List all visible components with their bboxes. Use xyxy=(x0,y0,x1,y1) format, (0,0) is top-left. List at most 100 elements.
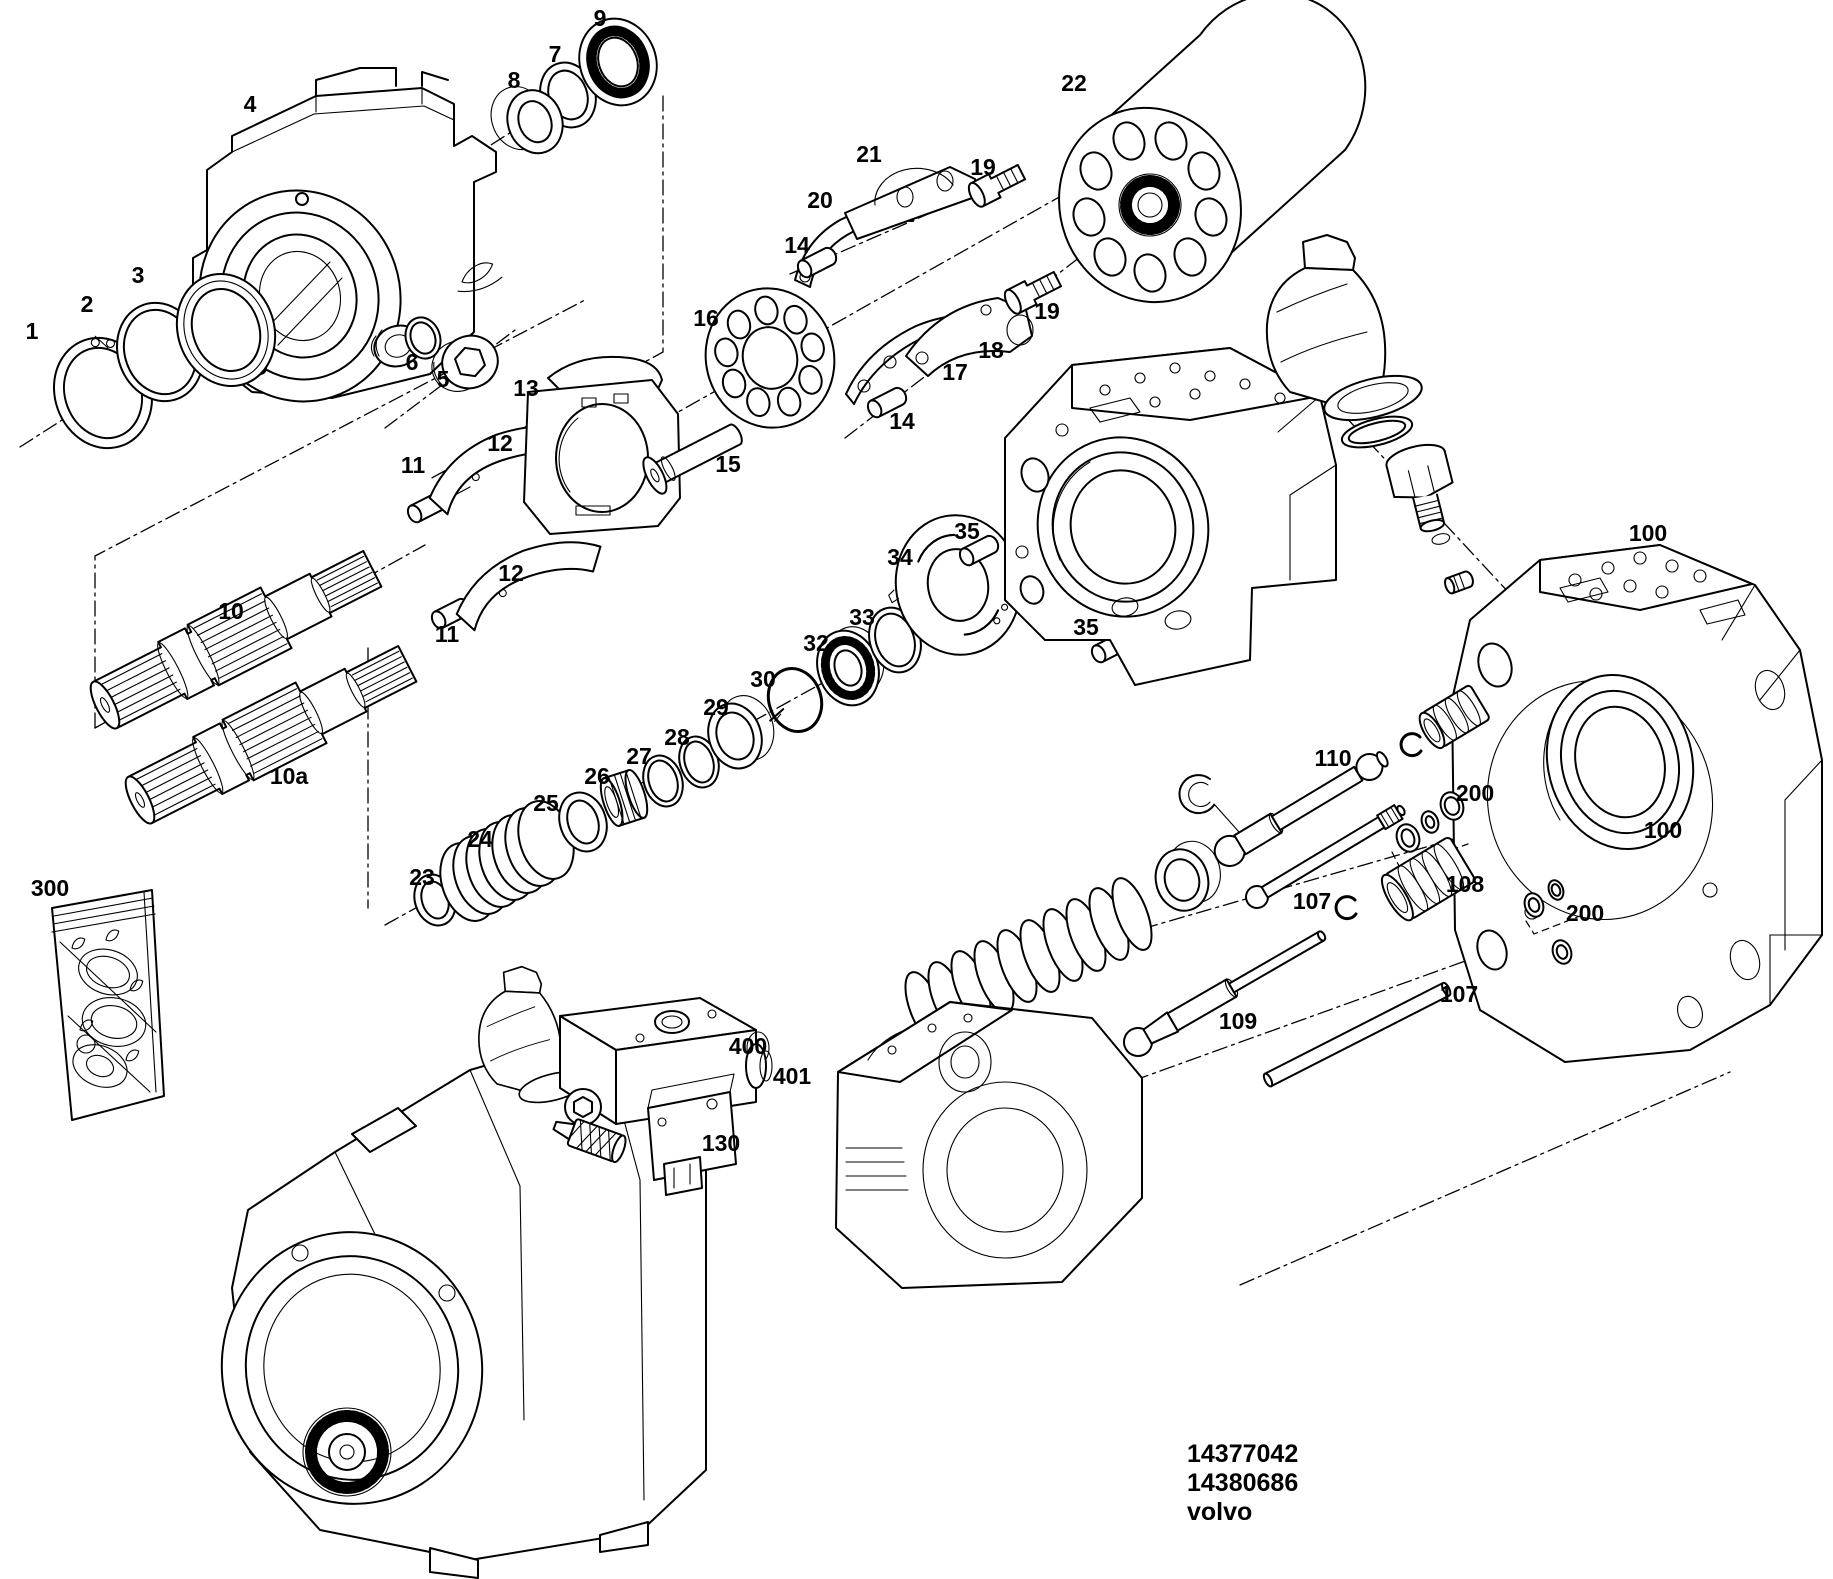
control-rod-109 xyxy=(1123,930,1327,1057)
part-label-4: 4 xyxy=(244,91,257,117)
part-label-35: 35 xyxy=(1073,614,1099,640)
control-rod-107 xyxy=(1245,804,1406,909)
part-label-19: 19 xyxy=(1034,298,1060,324)
part-label-109: 109 xyxy=(1219,1008,1257,1034)
part-labels: 1234567891010a11111212131414151617181919… xyxy=(26,5,1683,1156)
part-label-11: 11 xyxy=(401,452,426,478)
part-label-1: 1 xyxy=(26,318,39,344)
filter-dome-assembly xyxy=(1265,234,1454,545)
part-label-11: 11 xyxy=(435,621,460,647)
caption-line-3: volvo xyxy=(1187,1498,1252,1526)
sleeve-small xyxy=(1418,684,1490,750)
part-label-28: 28 xyxy=(664,724,690,750)
part-label-14: 14 xyxy=(784,232,810,258)
part-label-32: 32 xyxy=(803,630,829,656)
part-label-22: 22 xyxy=(1061,70,1087,96)
part-label-200: 200 xyxy=(1566,900,1604,926)
part-label-3: 3 xyxy=(132,262,145,288)
part-label-14: 14 xyxy=(889,408,915,434)
servo-bar-21 xyxy=(844,166,976,240)
caption-line-1: 14377042 xyxy=(1187,1440,1298,1468)
part-label-107: 107 xyxy=(1440,981,1478,1007)
part-label-29: 29 xyxy=(703,694,729,720)
part-label-100: 100 xyxy=(1644,817,1682,843)
adjuster-knob xyxy=(552,1118,627,1164)
part-label-30: 30 xyxy=(750,666,776,692)
c-clip-retainer xyxy=(1178,774,1215,815)
taper-bearing-32 xyxy=(816,626,885,707)
part-label-12: 12 xyxy=(498,560,524,586)
plain-rod-107 xyxy=(1262,981,1452,1088)
bushing-29 xyxy=(707,695,775,770)
ring-28 xyxy=(678,735,720,789)
part-label-25: 25 xyxy=(533,790,559,816)
part-label-24: 24 xyxy=(467,826,493,852)
bushing-8 xyxy=(490,86,564,155)
part-label-33: 33 xyxy=(849,604,875,630)
circlip-30 xyxy=(766,667,824,733)
part-label-17: 17 xyxy=(942,359,968,385)
solenoid-valve-130 xyxy=(647,1073,737,1196)
ring-27 xyxy=(642,754,684,808)
part-label-6: 6 xyxy=(406,349,419,375)
part-label-110: 110 xyxy=(1314,745,1351,771)
pump-center-housing xyxy=(1004,347,1337,686)
piston-15 xyxy=(642,423,743,495)
pump-rear-housing xyxy=(835,1001,1143,1289)
threaded-bushing-26 xyxy=(599,769,649,827)
part-label-21: 21 xyxy=(856,141,882,167)
bearing-9 xyxy=(578,17,658,107)
c-clip-small xyxy=(1334,895,1358,921)
part-label-20: 20 xyxy=(807,187,833,213)
part-label-34: 34 xyxy=(887,544,913,570)
part-label-107: 107 xyxy=(1293,888,1331,914)
seal-kit-bag-300 xyxy=(51,889,165,1121)
servo-arm-18 xyxy=(905,297,1034,377)
part-label-10a: 10a xyxy=(270,763,309,789)
seal-ring-3 xyxy=(175,272,277,388)
retainer-plate-16 xyxy=(704,287,836,429)
end-housing-100 xyxy=(1451,544,1823,1063)
part-label-2: 2 xyxy=(81,291,94,317)
screw-plug-5 xyxy=(431,334,499,392)
part-label-10: 10 xyxy=(218,598,244,624)
part-label-27: 27 xyxy=(626,743,652,769)
part-label-100: 100 xyxy=(1629,520,1667,546)
part-label-13: 13 xyxy=(513,375,539,401)
bearing-shell-12 xyxy=(449,537,609,633)
seal-washers-200b xyxy=(1523,879,1581,965)
spring-seat-cup xyxy=(1154,840,1221,912)
part-label-35: 35 xyxy=(954,518,980,544)
o-ring-6 xyxy=(404,316,442,360)
part-label-19: 19 xyxy=(970,154,996,180)
plug-insert xyxy=(1444,570,1474,595)
part-label-23: 23 xyxy=(409,864,435,890)
part-label-7: 7 xyxy=(549,41,562,67)
part-label-16: 16 xyxy=(693,305,719,331)
linde-logo xyxy=(457,262,503,293)
part-label-401: 401 xyxy=(773,1063,812,1089)
part-label-12: 12 xyxy=(487,430,513,456)
part-label-108: 108 xyxy=(1446,871,1485,897)
servo-rod-110 xyxy=(1213,751,1389,867)
c-clip-tiny xyxy=(1399,732,1423,758)
part-label-8: 8 xyxy=(508,67,521,93)
cylinder-block-22 xyxy=(1058,0,1367,304)
part-label-200: 200 xyxy=(1456,780,1494,806)
part-label-5: 5 xyxy=(437,366,450,392)
piston-sleeve-108 xyxy=(1380,837,1476,922)
part-label-26: 26 xyxy=(584,763,610,789)
part-label-15: 15 xyxy=(715,451,741,477)
swashplate-cradle-13 xyxy=(523,355,681,535)
pump-assembly xyxy=(220,1025,707,1579)
caption-line-2: 14380686 xyxy=(1187,1469,1298,1497)
spring-24 xyxy=(439,800,575,922)
part-label-300: 300 xyxy=(31,875,69,901)
part-label-18: 18 xyxy=(978,337,1004,363)
part-label-9: 9 xyxy=(594,5,607,31)
part-label-130: 130 xyxy=(702,1130,740,1156)
part-label-400: 400 xyxy=(729,1033,767,1059)
